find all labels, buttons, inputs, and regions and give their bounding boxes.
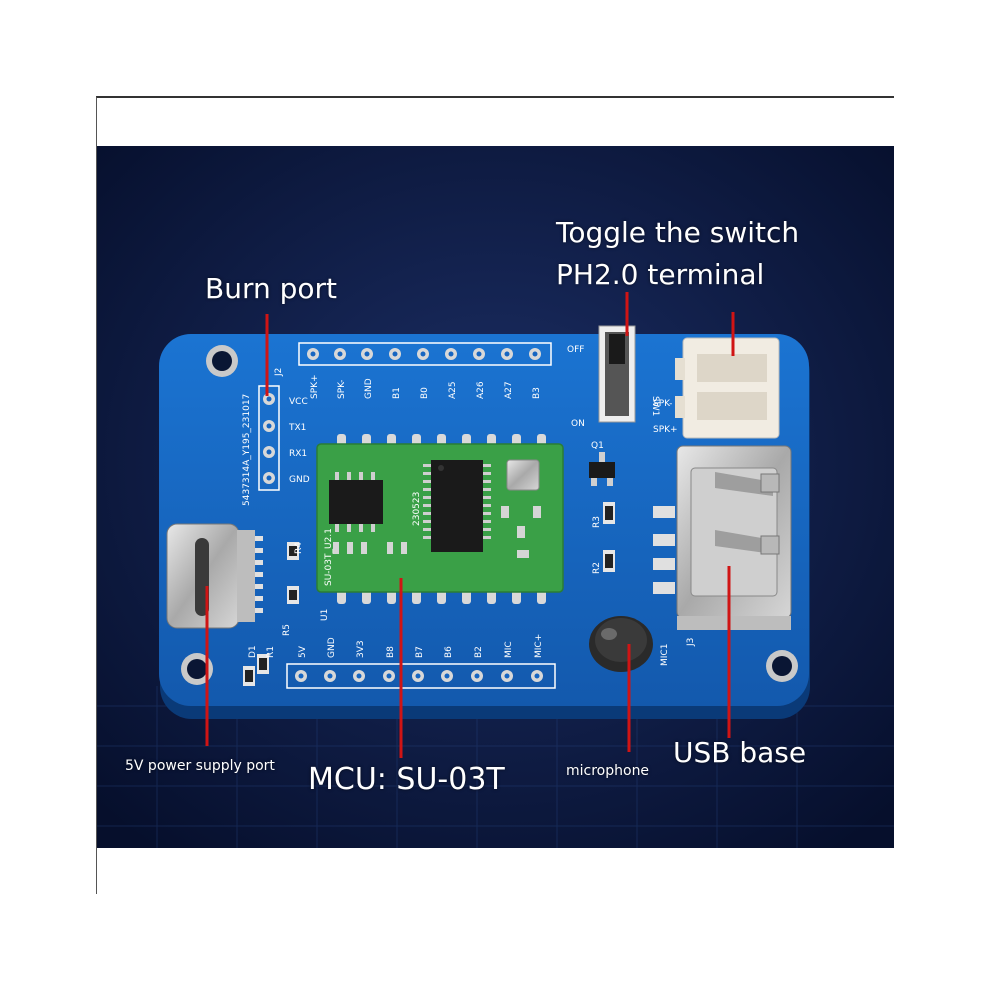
pointer-lines [205, 292, 735, 758]
silk-top-1: SPK- [337, 380, 347, 399]
transistor-q1 [589, 452, 615, 486]
silk-top-8: B3 [532, 387, 542, 399]
right-silkscreen: Q1 R3 R2 J3 MIC1 [591, 441, 696, 666]
label-mcu: MCU: SU-03T [308, 762, 505, 797]
silk-burn-tx1: TX1 [288, 423, 306, 433]
module-passives [333, 506, 541, 558]
silk-burn-rx1: RX1 [289, 449, 307, 459]
silk-j3: J3 [686, 638, 696, 647]
silk-r5: R5 [282, 624, 292, 636]
label-toggle-switch: Toggle the switch [556, 216, 800, 249]
silk-board-id: 5437314A_Y195_231017 [242, 394, 252, 506]
su03t-module: SU-03T_U2.1 230523 U1 [316, 434, 564, 621]
switch-silkscreen: OFF ON SW1 [567, 345, 660, 429]
module-silkscreen: SU-03T_U2.1 230523 U1 [320, 492, 422, 621]
usb-a-port [653, 445, 792, 630]
module-flash-chip [329, 472, 383, 532]
top-header-silkscreen: SPK+ SPK- GND B1 B0 A25 A26 A27 B3 [310, 374, 542, 399]
left-silkscreen: R4 R5 R1 D1 [248, 542, 304, 658]
silk-burn-gnd: GND [289, 475, 310, 485]
silk-top-0: SPK+ [310, 374, 320, 399]
silk-bottom-6: B2 [474, 646, 484, 658]
silk-bottom-1: GND [327, 637, 337, 658]
burn-port-header [258, 385, 280, 491]
silk-spk-minus: SPK- [653, 399, 672, 409]
silk-sw1: SW1 [650, 396, 660, 416]
silk-r2: R2 [592, 562, 602, 574]
silk-r1: R1 [266, 646, 276, 658]
module-main-chip [423, 460, 491, 552]
silk-r4: R4 [294, 542, 304, 554]
label-power-port: 5V power supply port [125, 758, 275, 774]
silk-q1: Q1 [591, 441, 604, 451]
silk-bottom-2: 3V3 [356, 640, 366, 658]
silk-bottom-5: B6 [444, 646, 454, 658]
silk-module-name: SU-03T_U2.1 [324, 528, 334, 586]
silk-sw-off: OFF [567, 345, 584, 355]
silk-u1: U1 [320, 609, 330, 621]
label-usb-base: USB base [673, 736, 807, 769]
top-pin-header [298, 342, 552, 366]
module-crystal [506, 459, 540, 491]
bottom-pin-header [286, 663, 556, 689]
burn-header-silkscreen: VCC TX1 RX1 GND 5437314A_Y195_231017 J2 [242, 368, 310, 506]
silk-burn-vcc: VCC [289, 397, 308, 407]
label-ph20-terminal: PH2.0 terminal [556, 258, 765, 291]
ph20-terminal [675, 337, 780, 439]
silk-bottom-7: MIC [504, 641, 514, 658]
silk-top-5: A25 [448, 381, 458, 399]
silk-r3: R3 [592, 516, 602, 528]
silk-top-6: A26 [476, 381, 486, 399]
bottom-header-silkscreen: 5V GND 3V3 B8 B7 B6 B2 MIC MIC+ [298, 634, 544, 658]
usb-c-port [166, 523, 263, 629]
silk-d1: D1 [248, 645, 258, 658]
silk-bottom-8: MIC+ [534, 634, 544, 658]
silk-spk-plus: SPK+ [653, 425, 678, 435]
resistors-right [603, 502, 615, 572]
silk-top-2: GND [364, 378, 374, 399]
silk-top-3: B1 [392, 387, 402, 399]
label-microphone: microphone [566, 763, 650, 779]
product-photo: SPK+ SPK- GND B1 B0 A25 A26 A27 B3 VCC T… [97, 146, 894, 848]
silk-top-4: B0 [420, 387, 430, 399]
label-burn-port: Burn port [205, 272, 338, 305]
silk-bottom-3: B8 [386, 646, 396, 658]
slide-switch [598, 325, 636, 423]
silk-bottom-4: B7 [415, 646, 425, 658]
silk-j2: J2 [274, 368, 284, 377]
silk-date-code: 230523 [412, 492, 422, 526]
silk-top-7: A27 [504, 381, 514, 399]
silk-bottom-0: 5V [298, 645, 308, 658]
silk-mic1: MIC1 [660, 644, 670, 666]
microphone-component [589, 616, 653, 672]
terminal-silkscreen: SPK- SPK+ [653, 399, 678, 435]
silk-sw-on: ON [571, 419, 585, 429]
image-frame [96, 96, 894, 894]
resistors-left [243, 542, 299, 686]
